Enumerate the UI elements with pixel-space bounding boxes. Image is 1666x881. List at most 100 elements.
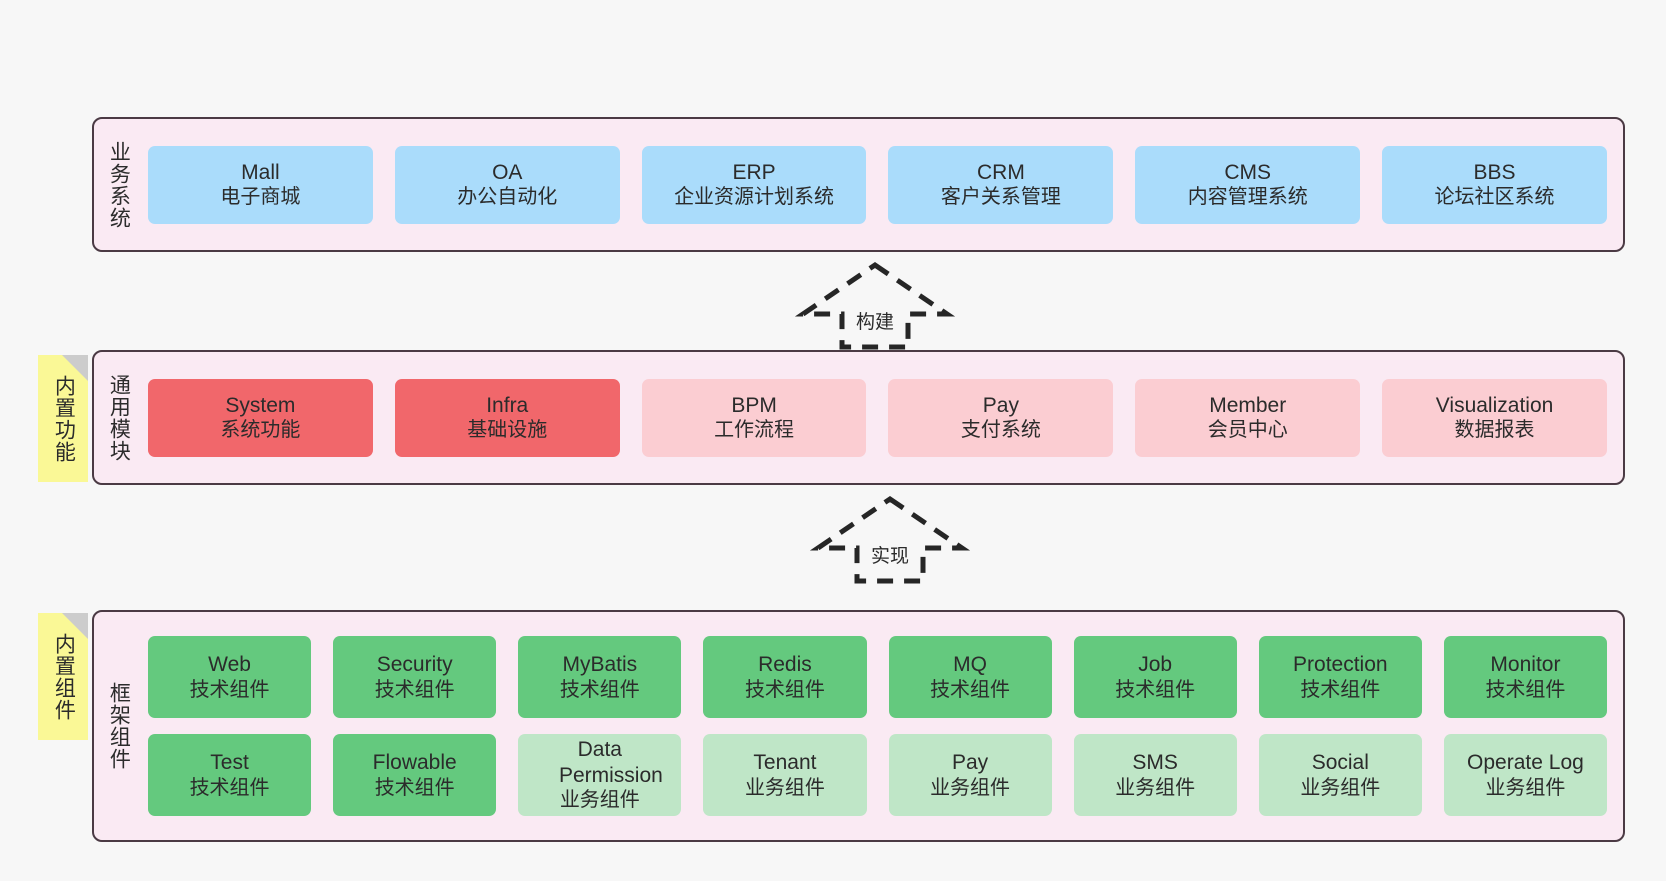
- card-cms-cn: 内容管理系统: [1187, 186, 1308, 209]
- note-builtin-feature-label: 内置功能: [52, 374, 76, 463]
- card-mall-cn: 电子商城: [220, 186, 301, 209]
- card-tenant-en: Tenant: [753, 751, 817, 774]
- card-test-en: Test: [210, 751, 249, 774]
- business-system-row: Mall 电子商城 OA 办公自动化 ERP 企业资源计划系统 CRM 客户关系…: [148, 145, 1607, 224]
- card-tenant[interactable]: Tenant 业务组件: [703, 734, 867, 816]
- card-pay-component-cn: 业务组件: [930, 776, 1011, 799]
- card-web-cn: 技术组件: [189, 678, 270, 701]
- layer-body-framework-component: Web 技术组件 Security 技术组件 MyBatis 技术组件 Redi…: [142, 612, 1623, 840]
- card-protection-cn: 技术组件: [1300, 678, 1381, 701]
- card-bbs-en: BBS: [1473, 160, 1516, 184]
- card-system[interactable]: System 系统功能: [148, 378, 373, 457]
- card-member-en: Member: [1209, 393, 1287, 417]
- card-mq-en: MQ: [953, 653, 987, 676]
- card-system-cn: 系统功能: [220, 419, 301, 442]
- card-data-permission-en: Data Permission: [558, 738, 663, 787]
- card-web[interactable]: Web 技术组件: [148, 636, 312, 718]
- arrow-implement-label: 实现: [870, 546, 910, 567]
- card-flowable[interactable]: Flowable 技术组件: [333, 734, 497, 816]
- note-fold-corner: [62, 613, 88, 639]
- card-security-cn: 技术组件: [374, 678, 455, 701]
- card-oa[interactable]: OA 办公自动化: [394, 145, 620, 224]
- card-data-permission[interactable]: Data Permission 业务组件: [518, 734, 682, 816]
- note-builtin-component: 内置组件: [38, 613, 88, 740]
- card-operate-log[interactable]: Operate Log 业务组件: [1443, 734, 1607, 816]
- card-monitor[interactable]: Monitor 技术组件: [1443, 636, 1607, 718]
- common-module-row: System 系统功能 Infra 基础设施 BPM 工作流程 Pay 支付系统…: [148, 378, 1607, 457]
- card-operate-log-cn: 业务组件: [1485, 776, 1566, 799]
- card-protection-en: Protection: [1293, 653, 1388, 676]
- card-security[interactable]: Security 技术组件: [333, 636, 497, 718]
- card-erp-cn: 企业资源计划系统: [674, 186, 835, 209]
- card-job[interactable]: Job 技术组件: [1073, 636, 1237, 718]
- card-bpm-cn: 工作流程: [714, 419, 795, 442]
- card-member[interactable]: Member 会员中心: [1135, 378, 1361, 457]
- card-bbs[interactable]: BBS 论坛社区系统: [1382, 145, 1607, 224]
- card-monitor-cn: 技术组件: [1485, 678, 1566, 701]
- card-mybatis[interactable]: MyBatis 技术组件: [518, 636, 682, 718]
- card-cms[interactable]: CMS 内容管理系统: [1135, 145, 1361, 224]
- card-sms[interactable]: SMS 业务组件: [1073, 734, 1237, 816]
- card-erp[interactable]: ERP 企业资源计划系统: [641, 145, 867, 224]
- card-job-en: Job: [1138, 653, 1173, 676]
- framework-business-row: Test 技术组件 Flowable 技术组件 Data Permission …: [148, 734, 1607, 816]
- note-builtin-feature: 内置功能: [38, 355, 88, 482]
- layer-common-module: 通用模块 System 系统功能 Infra 基础设施 BPM 工作流程 Pay…: [92, 350, 1625, 485]
- card-pay[interactable]: Pay 支付系统: [888, 378, 1114, 457]
- card-mybatis-cn: 技术组件: [559, 678, 640, 701]
- card-cms-en: CMS: [1224, 160, 1272, 184]
- card-social-cn: 业务组件: [1300, 776, 1381, 799]
- card-erp-en: ERP: [732, 160, 776, 184]
- arrow-build: 构建: [794, 261, 956, 350]
- card-pay-component-en: Pay: [951, 751, 989, 774]
- card-data-permission-cn: 业务组件: [559, 789, 640, 812]
- arrow-build-shape: [794, 261, 956, 350]
- card-redis[interactable]: Redis 技术组件: [703, 636, 867, 718]
- card-test[interactable]: Test 技术组件: [148, 734, 312, 816]
- layer-title-common-module: 通用模块: [107, 373, 131, 462]
- layer-title-framework-component: 框架组件: [107, 682, 131, 770]
- card-crm[interactable]: CRM 客户关系管理: [888, 145, 1114, 224]
- card-bbs-cn: 论坛社区系统: [1434, 186, 1555, 209]
- card-flowable-en: Flowable: [372, 751, 457, 774]
- card-oa-en: OA: [492, 160, 523, 184]
- card-visualization-en: Visualization: [1435, 393, 1554, 417]
- card-job-cn: 技术组件: [1115, 678, 1196, 701]
- card-web-en: Web: [208, 653, 251, 676]
- card-infra[interactable]: Infra 基础设施: [394, 378, 620, 457]
- layer-body-business-system: Mall 电子商城 OA 办公自动化 ERP 企业资源计划系统 CRM 客户关系…: [142, 119, 1623, 250]
- arrow-implement: 实现: [809, 495, 971, 584]
- layer-framework-component: 框架组件 Web 技术组件 Security 技术组件 MyBatis 技术组件…: [92, 610, 1625, 842]
- card-infra-en: Infra: [486, 393, 529, 417]
- note-fold-corner: [62, 355, 88, 381]
- card-mq[interactable]: MQ 技术组件: [888, 636, 1052, 718]
- card-crm-en: CRM: [976, 160, 1025, 184]
- card-protection[interactable]: Protection 技术组件: [1258, 636, 1422, 718]
- card-flowable-cn: 技术组件: [374, 776, 455, 799]
- card-mybatis-en: MyBatis: [562, 653, 638, 676]
- card-crm-cn: 客户关系管理: [940, 186, 1061, 209]
- layer-title-business-system: 业务系统: [107, 140, 131, 229]
- card-pay-en: Pay: [982, 393, 1019, 417]
- card-pay-cn: 支付系统: [960, 419, 1041, 442]
- card-visualization[interactable]: Visualization 数据报表: [1382, 378, 1607, 457]
- framework-tech-row: Web 技术组件 Security 技术组件 MyBatis 技术组件 Redi…: [148, 636, 1607, 718]
- card-redis-cn: 技术组件: [744, 678, 825, 701]
- card-tenant-cn: 业务组件: [744, 776, 825, 799]
- card-test-cn: 技术组件: [189, 776, 270, 799]
- card-infra-cn: 基础设施: [467, 419, 548, 442]
- layer-business-system: 业务系统 Mall 电子商城 OA 办公自动化 ERP 企业资源计划系统 CRM…: [92, 117, 1625, 252]
- card-bpm[interactable]: BPM 工作流程: [641, 378, 867, 457]
- card-social[interactable]: Social 业务组件: [1258, 734, 1422, 816]
- layer-body-common-module: System 系统功能 Infra 基础设施 BPM 工作流程 Pay 支付系统…: [142, 352, 1623, 483]
- card-mall-en: Mall: [241, 160, 280, 184]
- card-pay-component[interactable]: Pay 业务组件: [888, 734, 1052, 816]
- card-monitor-en: Monitor: [1490, 653, 1561, 676]
- card-mall[interactable]: Mall 电子商城: [148, 145, 373, 224]
- arrow-implement-shape: [809, 495, 971, 584]
- card-social-en: Social: [1311, 751, 1369, 774]
- card-redis-en: Redis: [758, 653, 812, 676]
- card-member-cn: 会员中心: [1207, 419, 1288, 442]
- card-mq-cn: 技术组件: [930, 678, 1011, 701]
